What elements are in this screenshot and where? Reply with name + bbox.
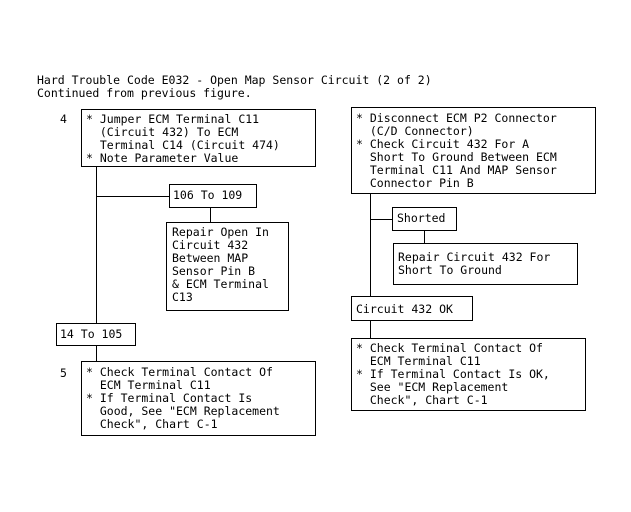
connector-line bbox=[210, 208, 211, 222]
connector-line bbox=[96, 167, 97, 323]
range-106-109-label: 106 To 109 bbox=[173, 188, 243, 202]
shorted-box: Shorted bbox=[392, 207, 457, 231]
connector-line bbox=[96, 346, 97, 361]
step-4-text: * Jumper ECM Terminal C11 (Circuit 432) … bbox=[86, 112, 280, 165]
connector-line bbox=[424, 231, 425, 243]
step-4-box: * Jumper ECM Terminal C11 (Circuit 432) … bbox=[81, 109, 316, 167]
step-5-text: * Check Terminal Contact Of ECM Terminal… bbox=[86, 365, 280, 431]
connector-line bbox=[370, 219, 392, 220]
connector-line bbox=[370, 194, 371, 296]
step-5-number: 5 bbox=[60, 366, 67, 380]
repair-short-text: Repair Circuit 432 For Short To Ground bbox=[398, 250, 551, 277]
shorted-label: Shorted bbox=[397, 211, 446, 225]
step-5-box: * Check Terminal Contact Of ECM Terminal… bbox=[81, 361, 316, 436]
check-terminal-box: * Check Terminal Contact Of ECM Terminal… bbox=[351, 338, 586, 411]
chart-subtitle: Continued from previous figure. bbox=[37, 86, 252, 100]
range-106-109-box: 106 To 109 bbox=[169, 184, 257, 208]
range-14-105-box: 14 To 105 bbox=[56, 323, 136, 346]
repair-short-box: Repair Circuit 432 For Short To Ground bbox=[393, 243, 578, 285]
circuit-ok-box: Circuit 432 OK bbox=[351, 296, 473, 321]
step-4-number: 4 bbox=[60, 112, 67, 126]
disconnect-text: * Disconnect ECM P2 Connector (C/D Conne… bbox=[356, 111, 557, 190]
circuit-ok-label: Circuit 432 OK bbox=[356, 302, 453, 316]
check-terminal-text: * Check Terminal Contact Of ECM Terminal… bbox=[356, 341, 550, 407]
connector-line bbox=[370, 321, 371, 338]
connector-line bbox=[96, 196, 169, 197]
repair-open-box: Repair Open In Circuit 432 Between MAP S… bbox=[166, 222, 289, 311]
chart-title: Hard Trouble Code E032 - Open Map Sensor… bbox=[37, 73, 432, 87]
repair-open-text: Repair Open In Circuit 432 Between MAP S… bbox=[172, 225, 269, 304]
disconnect-box: * Disconnect ECM P2 Connector (C/D Conne… bbox=[351, 107, 596, 194]
range-14-105-label: 14 To 105 bbox=[60, 327, 123, 341]
